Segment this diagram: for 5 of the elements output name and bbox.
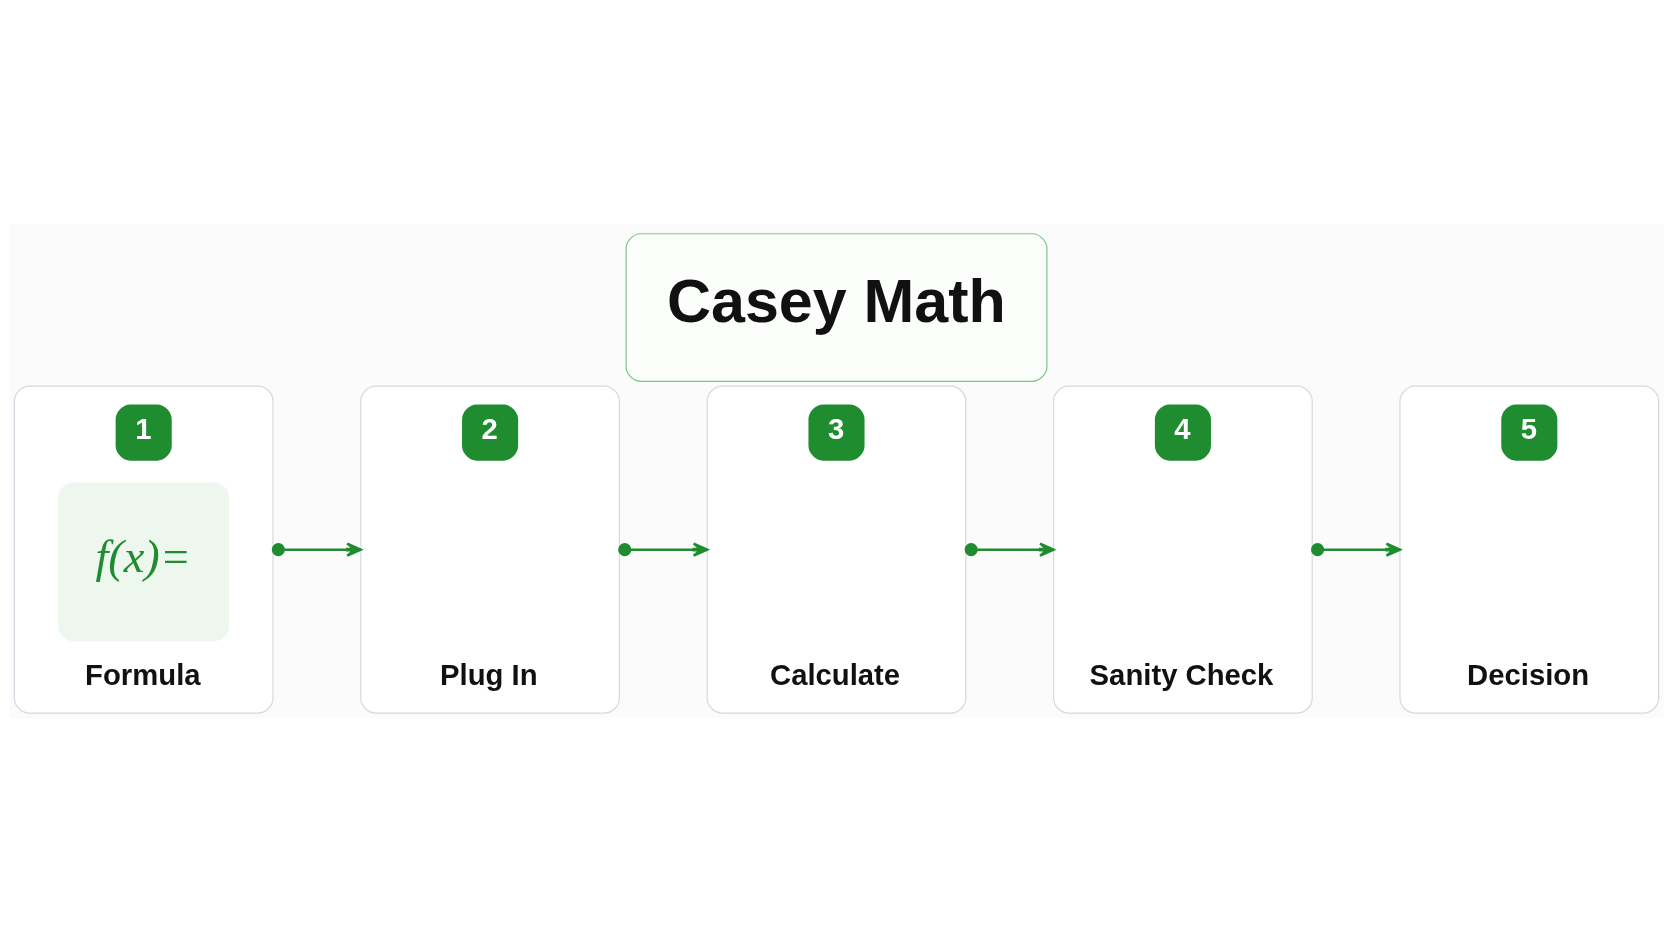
arrow <box>1310 541 1401 557</box>
arrow <box>271 541 362 557</box>
arrow <box>617 541 708 557</box>
arrow <box>964 541 1055 557</box>
diagram-title: Casey Math <box>666 266 1006 335</box>
